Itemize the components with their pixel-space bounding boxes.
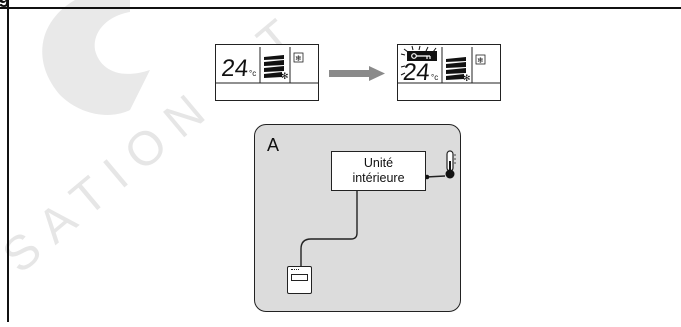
svg-text:✻: ✻ (463, 73, 471, 83)
key-lock-icon (407, 51, 437, 61)
fan-speed-bars-icon (264, 55, 284, 78)
snowflake-mode-icon: ❄ (293, 52, 304, 63)
lcd-before-graphic: 24 °c ✻ ❄ (216, 47, 318, 84)
section-heading: g (0, 0, 10, 9)
remote-screen (291, 274, 308, 281)
lcd-display-before: 24 °c ✻ ❄ (215, 44, 319, 101)
thermometer-icon (445, 150, 456, 179)
lcd-after-graphic: 24 °c ✻ ❄ (398, 45, 500, 86)
remote-controller-icon (287, 266, 312, 294)
panel-wiring (300, 150, 456, 266)
transition-arrow-icon (329, 66, 387, 87)
temperature-unit: °c (249, 69, 256, 78)
temperature-unit: °c (431, 73, 438, 82)
lcd-display-after: 24 °c ✻ ❄ (397, 44, 501, 101)
indoor-unit-label-line2: intérieure (352, 171, 405, 185)
svg-text:❄: ❄ (477, 56, 484, 65)
top-rule (0, 7, 681, 9)
left-rule (7, 0, 9, 322)
fan-icon: ✻ (281, 71, 289, 81)
svg-text:✻: ✻ (281, 71, 289, 81)
remote-led-dots (291, 269, 299, 272)
snowflake-mode-icon: ❄ (475, 54, 486, 65)
diagram-panel-a: A Unité intérieure (254, 124, 461, 312)
svg-text:❄: ❄ (295, 54, 302, 63)
indoor-unit-box: Unité intérieure (331, 151, 426, 191)
remote-cable (300, 191, 358, 266)
temperature-readout: 24 (220, 55, 250, 82)
watermark-logo-shape (42, 0, 151, 115)
temperature-readout: 24 (402, 59, 432, 86)
fan-icon: ✻ (463, 73, 471, 83)
panel-label: A (267, 135, 280, 155)
fan-speed-bars-icon (446, 57, 466, 80)
indoor-unit-label-line1: Unité (363, 156, 394, 170)
